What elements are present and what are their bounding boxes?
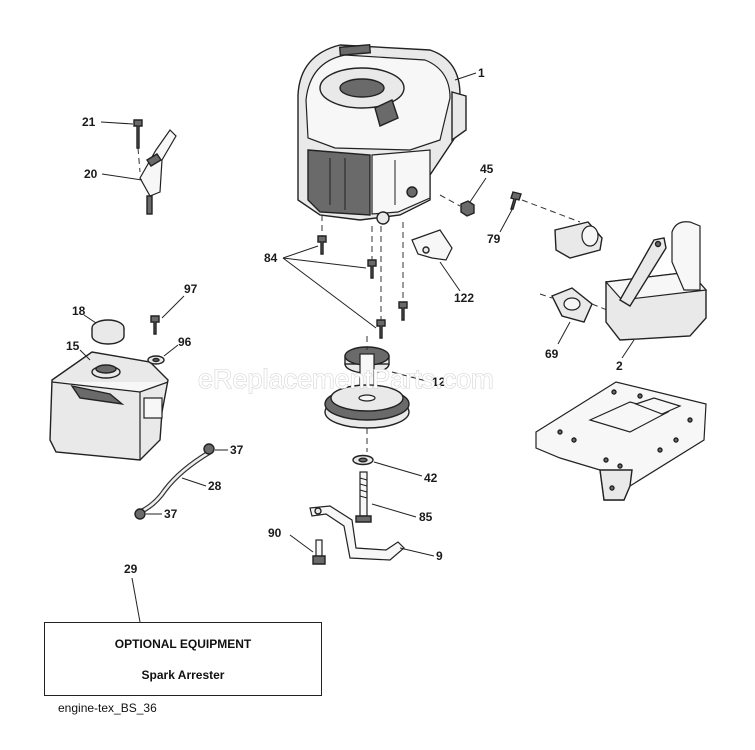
bracket-9[interactable] [309, 505, 405, 561]
throttle-bracket-20[interactable] [139, 129, 177, 215]
fuel-tank-15[interactable] [49, 351, 169, 461]
spark-arrester-label[interactable]: Spark Arrester [141, 668, 225, 682]
engine-part[interactable] [297, 43, 467, 225]
fuel-line-28[interactable] [138, 449, 212, 515]
bracket-122[interactable] [411, 229, 453, 261]
bolt-84-set[interactable] [317, 235, 408, 339]
callout-21: 21 [82, 115, 96, 129]
callout-2: 2 [616, 359, 623, 373]
diagram-code: engine-tex_BS_36 [58, 701, 157, 715]
callout-37-bottom: 37 [164, 507, 178, 521]
nut-45[interactable] [460, 200, 475, 217]
washer-42[interactable] [352, 454, 374, 466]
callout-97: 97 [184, 282, 198, 296]
callout-12: 12 [432, 375, 446, 389]
clamp-37-bottom[interactable] [134, 508, 146, 520]
callout-20: 20 [84, 167, 98, 181]
washer-96[interactable] [147, 355, 165, 365]
watermark-text: eReplacementParts.com [198, 364, 494, 394]
clamp-37-top[interactable] [203, 443, 215, 455]
callout-45: 45 [480, 162, 494, 176]
callout-79: 79 [487, 232, 501, 246]
screw-97[interactable] [150, 315, 160, 335]
bolt-85[interactable] [355, 471, 372, 523]
bolt-90[interactable] [312, 539, 326, 565]
screw-21[interactable] [133, 119, 143, 149]
callout-28: 28 [208, 479, 222, 493]
engine-mount-plate[interactable] [535, 381, 707, 501]
muffler-2[interactable] [554, 221, 708, 341]
callout-122: 122 [454, 291, 474, 305]
callout-42: 42 [424, 471, 438, 485]
callout-18: 18 [72, 304, 86, 318]
callout-90: 90 [268, 526, 282, 540]
bolt-79[interactable] [510, 191, 522, 210]
optional-equipment-title: OPTIONAL EQUIPMENT [114, 637, 252, 651]
callout-9: 9 [436, 549, 443, 563]
callout-96: 96 [178, 335, 192, 349]
gasket-69[interactable] [551, 287, 593, 323]
callout-69: 69 [545, 347, 559, 361]
callout-85: 85 [419, 510, 433, 524]
callout-1: 1 [478, 66, 485, 80]
callout-84: 84 [264, 251, 278, 265]
fuel-cap-18[interactable] [91, 319, 125, 345]
callout-15: 15 [66, 339, 80, 353]
callout-29: 29 [124, 562, 138, 576]
optional-equipment-box: OPTIONAL EQUIPMENT Spark Arrester [44, 622, 322, 696]
callout-37-top: 37 [230, 443, 244, 457]
